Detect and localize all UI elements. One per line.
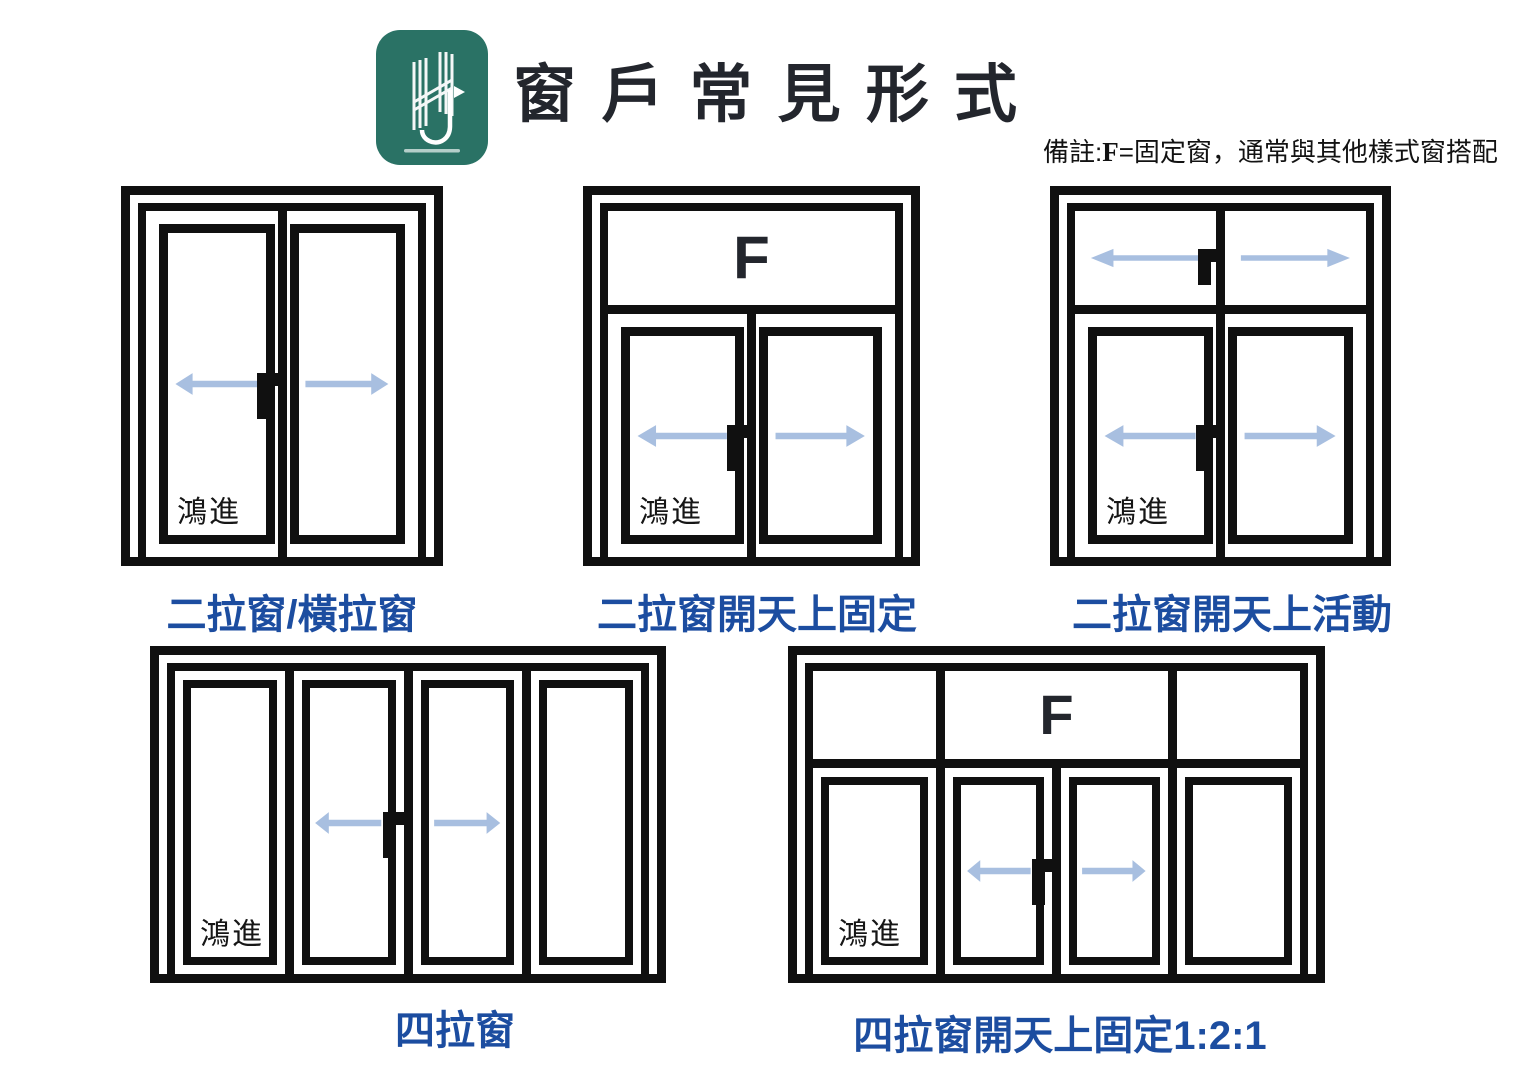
fixed-transom-label: F <box>1039 683 1074 746</box>
arrow-left-icon <box>636 424 728 448</box>
mullion <box>1167 671 1177 759</box>
footnote-prefix: 備註: <box>1043 137 1103 167</box>
arrow-right-icon <box>1081 859 1147 883</box>
sash-cell <box>531 671 641 974</box>
arrow-left-icon <box>1089 248 1202 268</box>
sash-cell: 鴻進 <box>813 768 936 974</box>
sash-pane <box>1069 777 1160 965</box>
window-lock-icon <box>726 424 754 471</box>
window-frame: 鴻進 <box>1067 203 1374 565</box>
arrow-right-icon <box>433 811 501 835</box>
mullion <box>1167 768 1177 974</box>
mullion <box>936 671 946 759</box>
window-caption: 四拉窗 <box>395 1009 515 1053</box>
brand-text: 鴻進 <box>177 496 241 529</box>
window-frame: F 鴻進 <box>805 663 1308 982</box>
window-caption: 四拉窗開天上固定1:2:1 <box>853 1014 1267 1058</box>
window-two-panel-fixed-transom: F 鴻進 <box>583 186 920 566</box>
page-title: 窗戶常見形式 <box>513 60 1043 130</box>
arrow-right-icon <box>1243 424 1337 448</box>
window-frame: F 鴻進 <box>600 203 903 565</box>
sash-pane <box>289 224 405 544</box>
window-lock-icon <box>1031 859 1059 905</box>
brand-text: 鴻進 <box>1106 496 1170 529</box>
footnote-suffix: =固定窗，通常與其他樣式窗搭配 <box>1118 137 1498 167</box>
window-four-panel-slider: 鴻進 <box>150 646 666 983</box>
fixed-transom: F <box>608 211 895 305</box>
transom-pane <box>1177 671 1300 759</box>
arrow-right-icon <box>1239 248 1352 268</box>
mullion <box>1216 211 1225 557</box>
arrow-left-icon <box>314 811 382 835</box>
sash-pane <box>420 680 515 965</box>
fixed-transom: F <box>945 671 1167 759</box>
sash-pane: 鴻進 <box>1088 327 1213 544</box>
arrow-left-icon <box>1103 424 1197 448</box>
brand-text: 鴻進 <box>200 918 264 951</box>
footnote: 備註:F=固定窗，通常與其他樣式窗搭配 <box>1043 132 1498 169</box>
window-frame: 鴻進 <box>167 663 649 982</box>
arrow-right-icon <box>774 424 866 448</box>
sash-cell <box>413 671 523 974</box>
transom-pane <box>1075 211 1216 305</box>
window-lock-icon <box>1195 424 1223 471</box>
brand-text: 鴻進 <box>639 496 703 529</box>
transom-bar <box>608 305 895 314</box>
window-lock-icon <box>1197 249 1223 285</box>
window-caption: 二拉窗開天上活動 <box>1072 593 1392 637</box>
brand-text: 鴻進 <box>838 918 902 951</box>
sash-cell: 鴻進 <box>175 671 285 974</box>
window-four-panel-fixed-transom: F 鴻進 <box>788 646 1325 983</box>
window-lock-icon <box>383 811 410 858</box>
transom-bar <box>813 759 1300 768</box>
sash-pane <box>301 680 396 965</box>
sash-pane <box>953 777 1044 965</box>
window-frame: 鴻進 <box>138 203 426 565</box>
window-caption: 二拉窗開天上固定 <box>597 593 917 637</box>
fixed-transom-label: F <box>733 224 770 291</box>
transom-pane <box>1225 211 1366 305</box>
sash-pane: 鴻進 <box>183 680 277 965</box>
window-two-panel-sliding-transom: 鴻進 <box>1050 186 1391 566</box>
sash-cell <box>1177 768 1300 974</box>
mullion <box>936 768 946 974</box>
mullion <box>522 671 532 974</box>
sash-pane: 鴻進 <box>821 777 929 965</box>
window-lock-icon <box>257 373 284 419</box>
arrow-left-icon <box>966 859 1032 883</box>
sash-pane <box>759 327 882 544</box>
company-logo-icon <box>376 30 488 165</box>
transom-bar <box>1075 305 1366 314</box>
footnote-f-mark: F <box>1102 137 1119 167</box>
window-two-panel-slider: 鴻進 <box>121 186 443 566</box>
transom-pane <box>813 671 936 759</box>
sash-pane <box>539 680 633 965</box>
sash-cell <box>1061 768 1168 974</box>
arrow-right-icon <box>304 372 390 396</box>
window-caption: 二拉窗/橫拉窗 <box>166 593 418 637</box>
sash-pane <box>1184 777 1292 965</box>
mullion <box>284 671 294 974</box>
arrow-left-icon <box>174 372 260 396</box>
sash-pane <box>1228 327 1353 544</box>
